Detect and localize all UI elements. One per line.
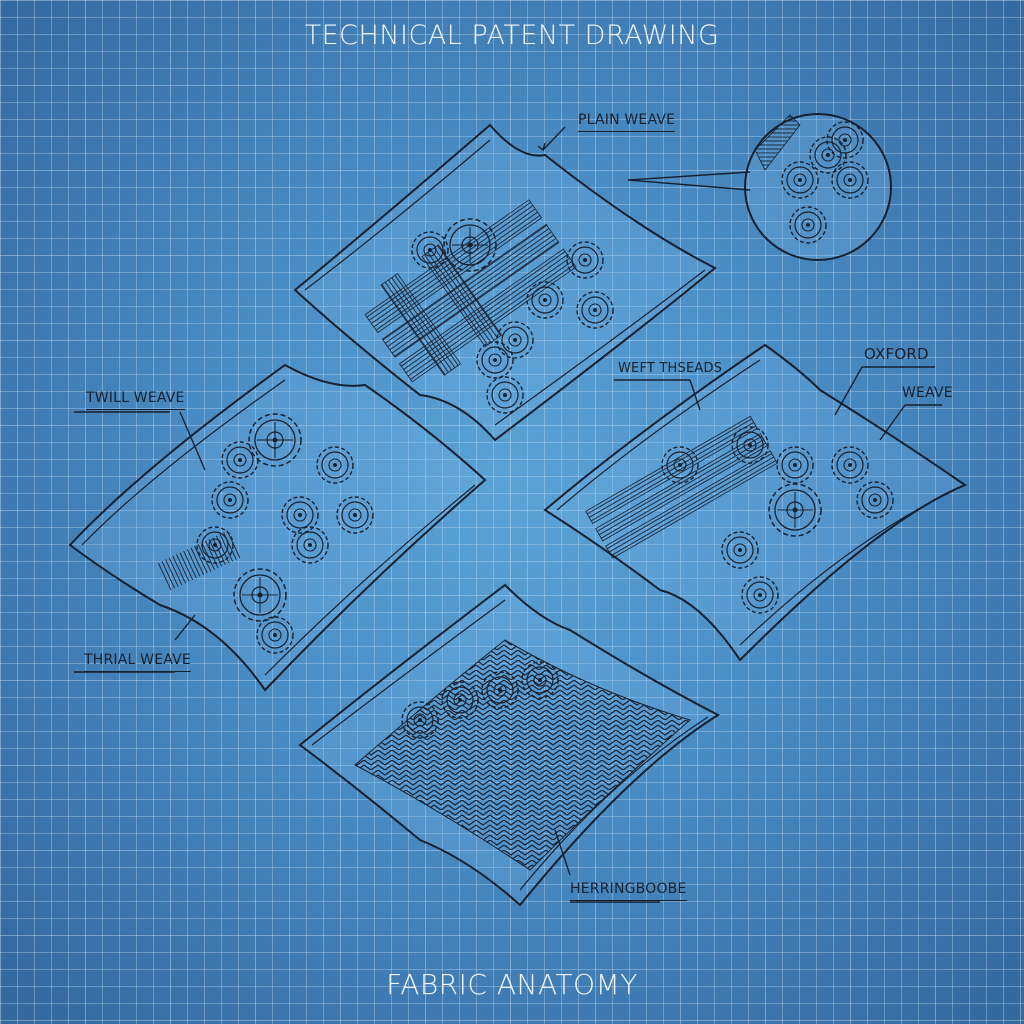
label-thrial-weave: THRIAL WEAVE [84, 652, 191, 672]
label-weave: WEAVE [902, 385, 953, 401]
label-twill-weave: TWILL WEAVE [86, 390, 185, 410]
magnified-detail-circle [627, 113, 892, 261]
page-title: TECHNICAL PATENT DRAWING [304, 20, 720, 51]
oxford-weave-swatch [543, 343, 968, 662]
twill-weave-swatch [68, 363, 487, 692]
herringbone-swatch [298, 583, 721, 907]
label-herringbone: HERRINGBOOBE [570, 881, 687, 901]
label-plain-weave: PLAIN WEAVE [578, 112, 676, 132]
label-oxford: OXFORD [864, 345, 929, 363]
footer-title: FABRIC ANATOMY [386, 968, 638, 1001]
plain-weave-swatch [293, 123, 717, 442]
label-weft-threads: WEFT THSEADS [618, 361, 723, 376]
leader-lines [74, 126, 942, 903]
